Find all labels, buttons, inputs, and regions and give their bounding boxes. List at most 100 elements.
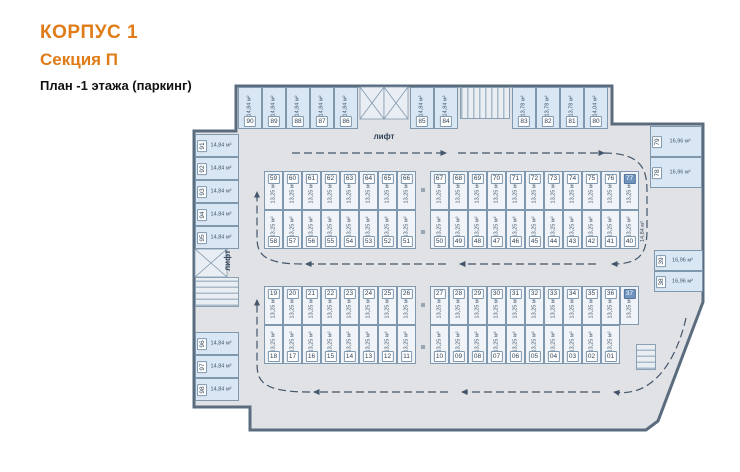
column-marker <box>421 345 425 349</box>
stall-number: 50 <box>433 236 446 247</box>
stall-size: 13,25 м² <box>364 297 371 319</box>
stall-number: 06 <box>509 351 522 362</box>
stall-size: 13,25 м² <box>549 331 556 353</box>
stall-number: 49 <box>452 236 465 247</box>
stall-size: 13,25 м² <box>587 182 594 204</box>
stall-number: 82 <box>541 116 555 127</box>
stall-size: 14,84 м² <box>210 233 232 240</box>
stall-number: 93 <box>197 185 208 198</box>
stall-number: 47 <box>490 236 503 247</box>
stall-size: 13,25 м² <box>364 331 371 353</box>
stall-number: 64 <box>362 173 375 184</box>
stall-number: 70 <box>490 173 503 184</box>
stall-number: 05 <box>528 351 541 362</box>
stall-number: 11 <box>400 351 413 362</box>
elevator-label: лифт <box>373 132 395 141</box>
stall-size: 13,25 м² <box>307 216 314 238</box>
stall-size: 13,25 м² <box>402 216 409 238</box>
stall-number: 61 <box>305 173 318 184</box>
stall-number: 84 <box>439 116 453 127</box>
stall-number: 77 <box>623 173 636 184</box>
stall-size: 13,25 м² <box>364 182 371 204</box>
stall-number: 43 <box>566 236 579 247</box>
stall-number: 35 <box>585 288 598 299</box>
stall-size: 13,25 м² <box>587 216 594 238</box>
stall-size: 13,25 м² <box>288 331 295 353</box>
stall-number: 25 <box>381 288 394 299</box>
stall-number: 10 <box>433 351 446 362</box>
stall-number: 44 <box>547 236 560 247</box>
stall-number: 20 <box>286 288 299 299</box>
stall-number: 19 <box>267 288 280 299</box>
stall-number: 52 <box>381 236 394 247</box>
stall-number: 41 <box>604 236 617 247</box>
stall-number: 39 <box>656 254 667 267</box>
stall-number: 27 <box>433 288 446 299</box>
stall-size: 13,78 м² <box>520 95 527 117</box>
stall-number: 29 <box>471 288 484 299</box>
stall-size: 14,84 м² <box>210 362 232 369</box>
stall-number: 30 <box>490 288 503 299</box>
stall-size: 13,25 м² <box>435 216 442 238</box>
direction-arrow <box>254 191 303 265</box>
stall-size: 13,25 м² <box>288 182 295 204</box>
stall-size: 13,25 м² <box>269 216 276 238</box>
stall-size: 14,84 м² <box>210 141 232 148</box>
stall-number: 55 <box>324 236 337 247</box>
stall-number: 32 <box>528 288 541 299</box>
stall-size: 13,25 м² <box>383 297 390 319</box>
stall-size: 13,25 м² <box>345 331 352 353</box>
stall-number: 33 <box>547 288 560 299</box>
plan-label: План -1 этажа (паркинг) <box>40 78 192 93</box>
stall-size: 13,25 м² <box>530 216 537 238</box>
stall-number: 74 <box>566 173 579 184</box>
stall-size: 14,84 м² <box>246 95 253 117</box>
direction-arrows <box>254 150 687 396</box>
stall-size: 13,25 м² <box>326 182 333 204</box>
stall-size: 13,25 м² <box>549 182 556 204</box>
stall-size: 13,25 м² <box>511 182 518 204</box>
stall-number: 16 <box>305 351 318 362</box>
stall-size: 13,25 м² <box>511 297 518 319</box>
stall-size: 14,84 м² <box>640 221 646 242</box>
stall-number: 91 <box>197 139 208 152</box>
stall-number: 42 <box>585 236 598 247</box>
stall-size: 13,25 м² <box>587 331 594 353</box>
stall-number: 59 <box>267 173 280 184</box>
stall-number: 03 <box>566 351 579 362</box>
stall-number: 94 <box>197 208 208 221</box>
stall-number: 65 <box>381 173 394 184</box>
stall-number: 34 <box>566 288 579 299</box>
stall-number: 80 <box>589 116 603 127</box>
stall-size: 14,84 м² <box>210 210 232 217</box>
stall-number: 73 <box>547 173 560 184</box>
stall-number: 24 <box>362 288 375 299</box>
stall-size: 13,25 м² <box>402 182 409 204</box>
